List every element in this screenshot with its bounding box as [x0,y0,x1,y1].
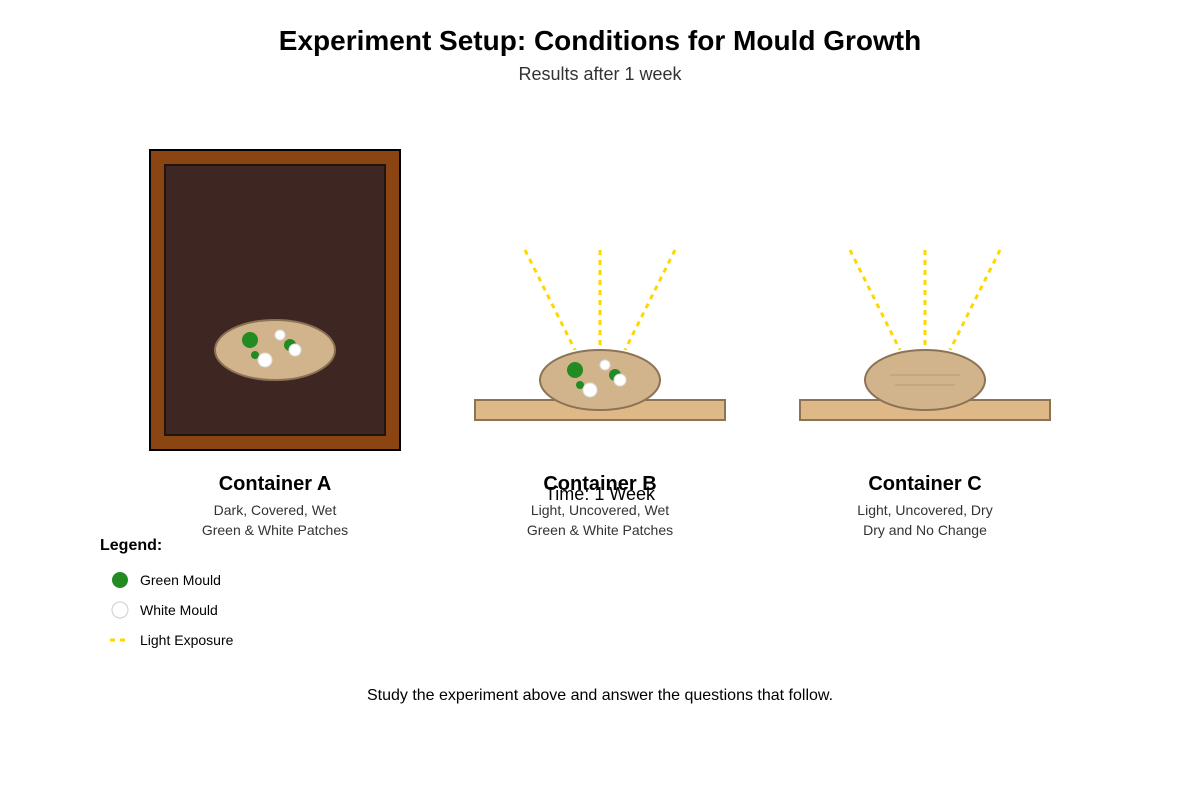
white-mould-patch [288,343,302,357]
legend-title: Legend: [100,537,162,554]
container-a-label: Container A [219,473,332,495]
container-b-label: Container B [543,473,656,495]
container-c [799,249,1051,421]
container-a-bread [214,319,336,381]
white-mould-icon [111,601,129,619]
green-mould-patch [251,351,259,359]
container-b-bread [539,349,661,411]
container-c-conditions: Light, Uncovered, Dry [857,502,992,518]
white-mould-patch [582,382,598,398]
green-mould-patch [576,381,584,389]
white-mould-patch [257,352,273,368]
container-a-result: Green & White Patches [202,522,348,538]
white-mould-patch [613,373,627,387]
legend-item-white-mould: White Mould [140,602,218,618]
white-mould-patch [599,359,611,371]
container-a-conditions: Dark, Covered, Wet [214,502,337,518]
container-b-result: Green & White Patches [527,522,673,538]
green-mould-icon [112,572,128,588]
light-ray [623,249,677,351]
footer-instruction: Study the experiment above and answer th… [367,687,833,704]
container-a-box-inner [164,164,386,436]
light-ray [948,249,1002,351]
diagram-title: Experiment Setup: Conditions for Mould G… [279,25,921,56]
legend-item-light-exposure: Light Exposure [140,632,234,648]
light-ray [523,249,577,351]
legend-item-green-mould: Green Mould [140,572,221,588]
light-ray [848,249,902,351]
legend: Legend: Green Mould White Mould Light Ex… [100,537,234,648]
green-mould-patch [242,332,258,348]
white-mould-patch [274,329,286,341]
container-b [474,249,726,421]
diagram-subtitle: Results after 1 week [518,64,682,84]
container-c-result: Dry and No Change [863,522,987,538]
green-mould-patch [567,362,583,378]
container-b-conditions: Light, Uncovered, Wet [531,502,669,518]
container-c-bread [864,349,986,411]
container-a [149,149,401,451]
container-c-label: Container C [868,473,981,495]
time-label: Time: 1 Week [545,484,656,504]
